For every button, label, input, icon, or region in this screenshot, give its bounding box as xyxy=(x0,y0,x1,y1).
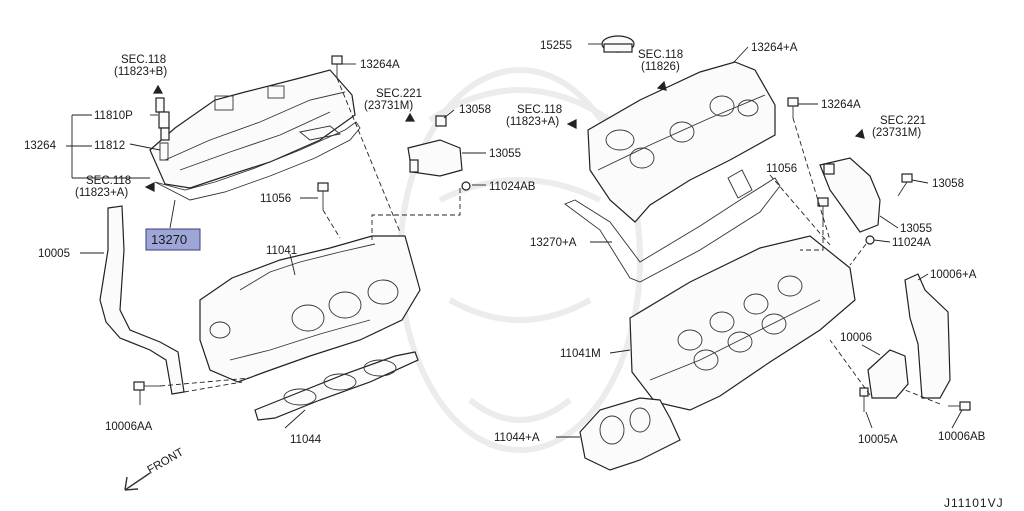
bolt-10006AA[interactable] xyxy=(133,381,160,391)
label-10005[interactable]: 10005 xyxy=(38,248,70,260)
arrow-left-sec118-mid2 xyxy=(566,119,577,129)
label-10006[interactable]: 10006 xyxy=(840,332,872,344)
label-11056-right[interactable]: 11056 xyxy=(766,163,797,175)
arrow-up-sec221-mid xyxy=(404,112,416,122)
label-13264-A[interactable]: 13264+A xyxy=(751,42,798,54)
rocker-cover-left[interactable] xyxy=(149,69,356,189)
label-11056-left[interactable]: 11056 xyxy=(260,193,291,205)
dashed-guides-left xyxy=(159,77,461,393)
label-11024AB[interactable]: 11024AB xyxy=(489,181,536,193)
label-13270-highlight xyxy=(145,228,201,251)
bolt-13264A-right[interactable] xyxy=(787,97,799,118)
label-11812[interactable]: 11812 xyxy=(94,140,125,152)
label-13270[interactable]: 13270 xyxy=(151,232,187,247)
label-10005A[interactable]: 10005A xyxy=(858,434,898,446)
label-sec118-top-ref[interactable]: (11823+B) xyxy=(114,66,167,78)
label-15255[interactable]: 15255 xyxy=(540,40,572,52)
front-arrow-icon xyxy=(124,472,151,491)
label-sec118-mid2-ref[interactable]: (11823+A) xyxy=(506,116,559,128)
dashed-guides-right xyxy=(769,117,941,405)
arrow-up-sec221-right xyxy=(854,128,865,139)
bolt-10006AB[interactable] xyxy=(948,401,971,411)
bolt-13264A-top[interactable] xyxy=(331,55,343,78)
rocker-cover-right[interactable] xyxy=(587,61,776,223)
leaders-left xyxy=(66,63,486,429)
arrow-up-sec118-left xyxy=(152,84,164,94)
label-sec118-left-ref[interactable]: (11823+A) xyxy=(75,187,128,199)
vvt-solenoid-right[interactable] xyxy=(819,157,881,245)
label-sec118-right[interactable]: SEC.118 xyxy=(638,49,683,61)
bracket-10006[interactable] xyxy=(867,349,909,399)
label-13264[interactable]: 13264 xyxy=(24,140,57,152)
sensor-left[interactable] xyxy=(155,97,170,161)
rocker-gasket-left[interactable] xyxy=(154,121,361,201)
bolt-13058-right[interactable] xyxy=(897,173,913,197)
label-13270-A[interactable]: 13270+A xyxy=(530,237,577,249)
diagram-id: J11101VJ xyxy=(944,496,1004,510)
vvt-solenoid-left[interactable] xyxy=(407,115,471,191)
label-sec118-left[interactable]: SEC.118 xyxy=(86,175,131,187)
label-10006AA[interactable]: 10006AA xyxy=(105,421,153,433)
label-11024A[interactable]: 11024A xyxy=(892,237,931,249)
label-13058-right[interactable]: 13058 xyxy=(932,178,964,190)
label-sec118-mid2[interactable]: SEC.118 xyxy=(517,104,562,116)
label-11041[interactable]: 11041 xyxy=(266,245,297,257)
arrow-up-sec118-right xyxy=(656,80,667,91)
label-13058-mid[interactable]: 13058 xyxy=(459,104,491,116)
bracket-10005[interactable] xyxy=(99,205,185,395)
label-10006AB[interactable]: 10006AB xyxy=(938,431,986,443)
oil-filler-cap-15255[interactable] xyxy=(601,35,635,53)
label-13264A-right[interactable]: 13264A xyxy=(821,99,861,111)
cylinder-head-right[interactable] xyxy=(629,235,856,411)
arrow-left-sec118-left xyxy=(144,182,155,192)
label-11044-A[interactable]: 11044+A xyxy=(494,432,540,444)
cylinder-head-left[interactable] xyxy=(199,235,421,383)
bolt-10005A[interactable] xyxy=(859,387,869,412)
head-gasket-right[interactable] xyxy=(579,397,681,471)
label-sec221-right[interactable]: SEC.221 xyxy=(880,115,926,127)
label-sec221-right-ref[interactable]: (23731M) xyxy=(872,127,921,139)
label-13055-mid[interactable]: 13055 xyxy=(489,148,521,160)
label-sec118-right-ref[interactable]: (11826) xyxy=(641,61,680,73)
label-front: FRONT xyxy=(146,446,186,476)
leaders-right xyxy=(556,43,963,438)
label-11041M[interactable]: 11041M xyxy=(560,348,601,360)
head-gasket-left[interactable] xyxy=(254,351,419,421)
label-11810P[interactable]: 11810P xyxy=(94,110,133,122)
rocker-gasket-right[interactable] xyxy=(564,169,781,283)
label-sec221-mid-ref[interactable]: (23731M) xyxy=(364,100,413,112)
label-13264A-top[interactable]: 13264A xyxy=(360,59,400,71)
label-11044[interactable]: 11044 xyxy=(290,434,322,446)
bracket-10006-A[interactable] xyxy=(904,273,951,399)
label-sec118-top[interactable]: SEC.118 xyxy=(121,54,166,66)
label-10006-A[interactable]: 10006+A xyxy=(930,269,977,281)
bolt-11056-left[interactable] xyxy=(317,182,329,210)
bolt-11056-right[interactable] xyxy=(817,197,829,222)
label-sec221-mid[interactable]: SEC.221 xyxy=(376,88,422,100)
label-13055-right[interactable]: 13055 xyxy=(900,223,932,235)
part-labels: SEC.118 (11823+B) 11810P 11812 13264 SEC… xyxy=(24,40,1004,510)
